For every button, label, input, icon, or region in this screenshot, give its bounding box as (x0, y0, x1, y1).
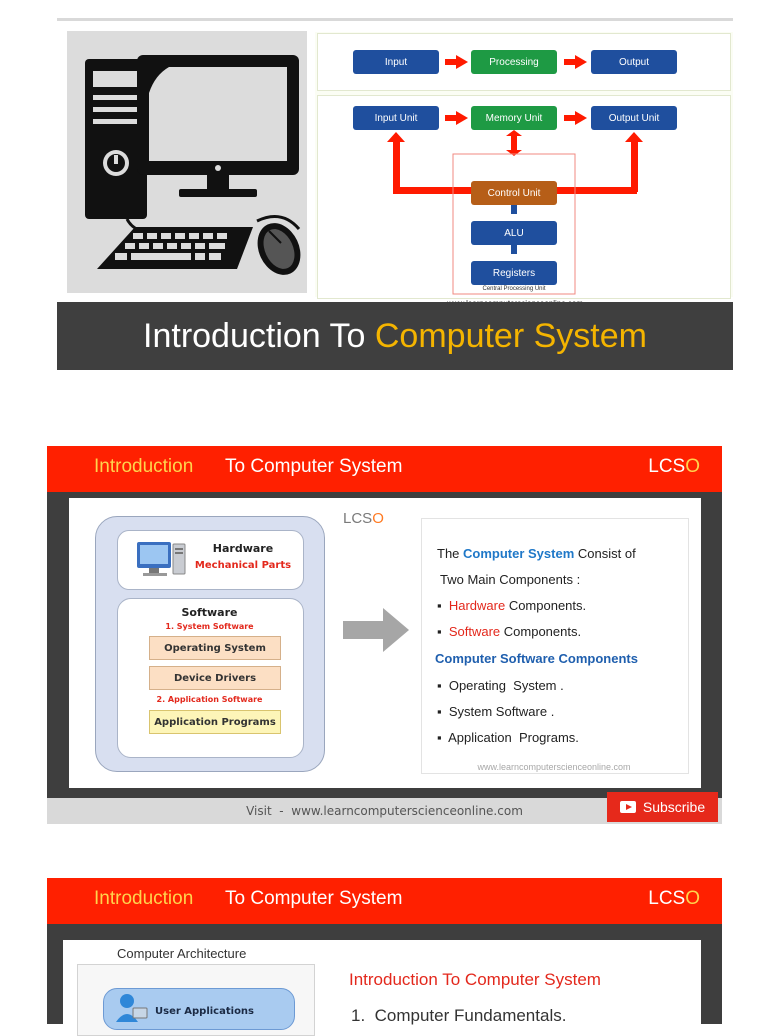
memory-unit-block: Memory Unit (471, 106, 557, 130)
slide-header: Introduction To Computer System LCSO (47, 446, 722, 492)
device-drivers-box: Device Drivers (149, 666, 281, 690)
section-title: Introduction To Computer System (349, 970, 601, 989)
lcso-watermark: LCSO (343, 510, 384, 527)
watermark-o: O (372, 510, 384, 527)
components-line: Two Main Components : (440, 572, 581, 587)
system-software-bullet: ▪ System Software . (437, 704, 555, 719)
user-applications-label: User Applications (155, 1006, 255, 1017)
divider (57, 18, 733, 21)
output-unit-block: Output Unit (591, 106, 677, 130)
processing-block: Processing (471, 50, 557, 74)
subscribe-button[interactable]: Subscribe (607, 792, 718, 822)
hardware-bullet: ▪ Hardware Components. (437, 598, 587, 613)
header-title: To Computer System (225, 456, 403, 477)
intro-post: Consist of (574, 546, 636, 561)
software-bullet-text: Components. (500, 624, 582, 639)
header-title: To Computer System (225, 888, 403, 909)
control-unit-block: Control Unit (471, 181, 557, 205)
software-bullet-highlight: Software (448, 624, 501, 639)
computer-illustration (67, 31, 307, 293)
os-bullet: ▪ Operating System . (437, 678, 564, 693)
slide-computer-system-intro: Input Processing Output Input Unit Memor… (57, 18, 733, 370)
diagram-arrows (387, 55, 643, 295)
logo-text: LCS (648, 456, 686, 477)
header-title-highlight: Introduction (94, 456, 194, 477)
architecture-title: Computer Architecture (117, 946, 247, 961)
slide-body: Computer Architecture User Applications … (63, 940, 701, 1036)
application-programs-box: Application Programs (149, 710, 281, 734)
alu-block: ALU (471, 221, 557, 245)
logo-o: O (685, 888, 700, 909)
slide-title-bar: Introduction To Computer System (57, 302, 733, 370)
title-highlight: Computer System (374, 316, 647, 355)
input-block: Input (353, 50, 439, 74)
application-software-label: 2. Application Software (156, 695, 263, 704)
input-unit-block: Input Unit (353, 106, 439, 130)
intro-highlight: Computer System (463, 546, 575, 561)
software-bullet: ▪ Software Components. (437, 624, 582, 639)
logo-o: O (685, 456, 700, 477)
visit-link[interactable]: Visit - www.learncomputerscienceonline.c… (246, 804, 523, 818)
youtube-play-icon (619, 801, 636, 813)
operating-system-box: Operating System (149, 636, 281, 660)
title-part1: Introduction To (143, 316, 375, 355)
desktop-computer-icon (85, 55, 301, 275)
os-bullet-text: Operating System . (448, 678, 564, 693)
user-icon (116, 994, 148, 1022)
slide-architecture: Introduction To Computer System LCSO Com… (47, 878, 722, 1036)
logo-text: LCS (648, 888, 686, 909)
computer-block-diagram: Input Processing Output Input Unit Memor… (315, 32, 733, 308)
right-arrow-icon (343, 608, 409, 652)
lcso-logo: LCSO (648, 456, 700, 478)
system-software-bullet-text: System Software . (448, 704, 555, 719)
header-title-highlight: Introduction (94, 888, 194, 909)
application-bullet: ▪ Application Programs. (437, 730, 579, 745)
slide-components: Introduction To Computer System LCSO Har… (47, 446, 722, 824)
lcso-logo: LCSO (648, 888, 700, 910)
output-block: Output (591, 50, 677, 74)
software-title: Software (181, 606, 238, 619)
slide-header: Introduction To Computer System LCSO (47, 878, 722, 924)
topic-item: 1. Computer Fundamentals. (351, 1006, 567, 1025)
components-text-panel (421, 518, 689, 774)
application-bullet-text: Application Programs. (448, 730, 579, 745)
subscribe-label: Subscribe (642, 799, 706, 815)
software-components-heading: Computer Software Components (435, 651, 638, 666)
hardware-bullet-text: Components. (505, 598, 587, 613)
intro-pre: The (437, 546, 464, 561)
hardware-subtitle: Mechanical Parts (194, 560, 292, 571)
slide-body: Hardware Mechanical Parts Software 1. Sy… (69, 498, 701, 788)
website-watermark: www.learncomputerscienceonline.com (477, 762, 631, 772)
computer-hardware-icon (137, 542, 186, 576)
cpu-label: Central Processing Unit (482, 286, 546, 292)
hardware-title: Hardware (212, 542, 274, 555)
hardware-bullet-highlight: Hardware (448, 598, 506, 613)
system-software-label: 1. System Software (165, 622, 254, 631)
intro-line: The Computer System Consist of (437, 546, 636, 561)
watermark-text: LCS (343, 510, 373, 527)
registers-block: Registers (471, 261, 557, 285)
